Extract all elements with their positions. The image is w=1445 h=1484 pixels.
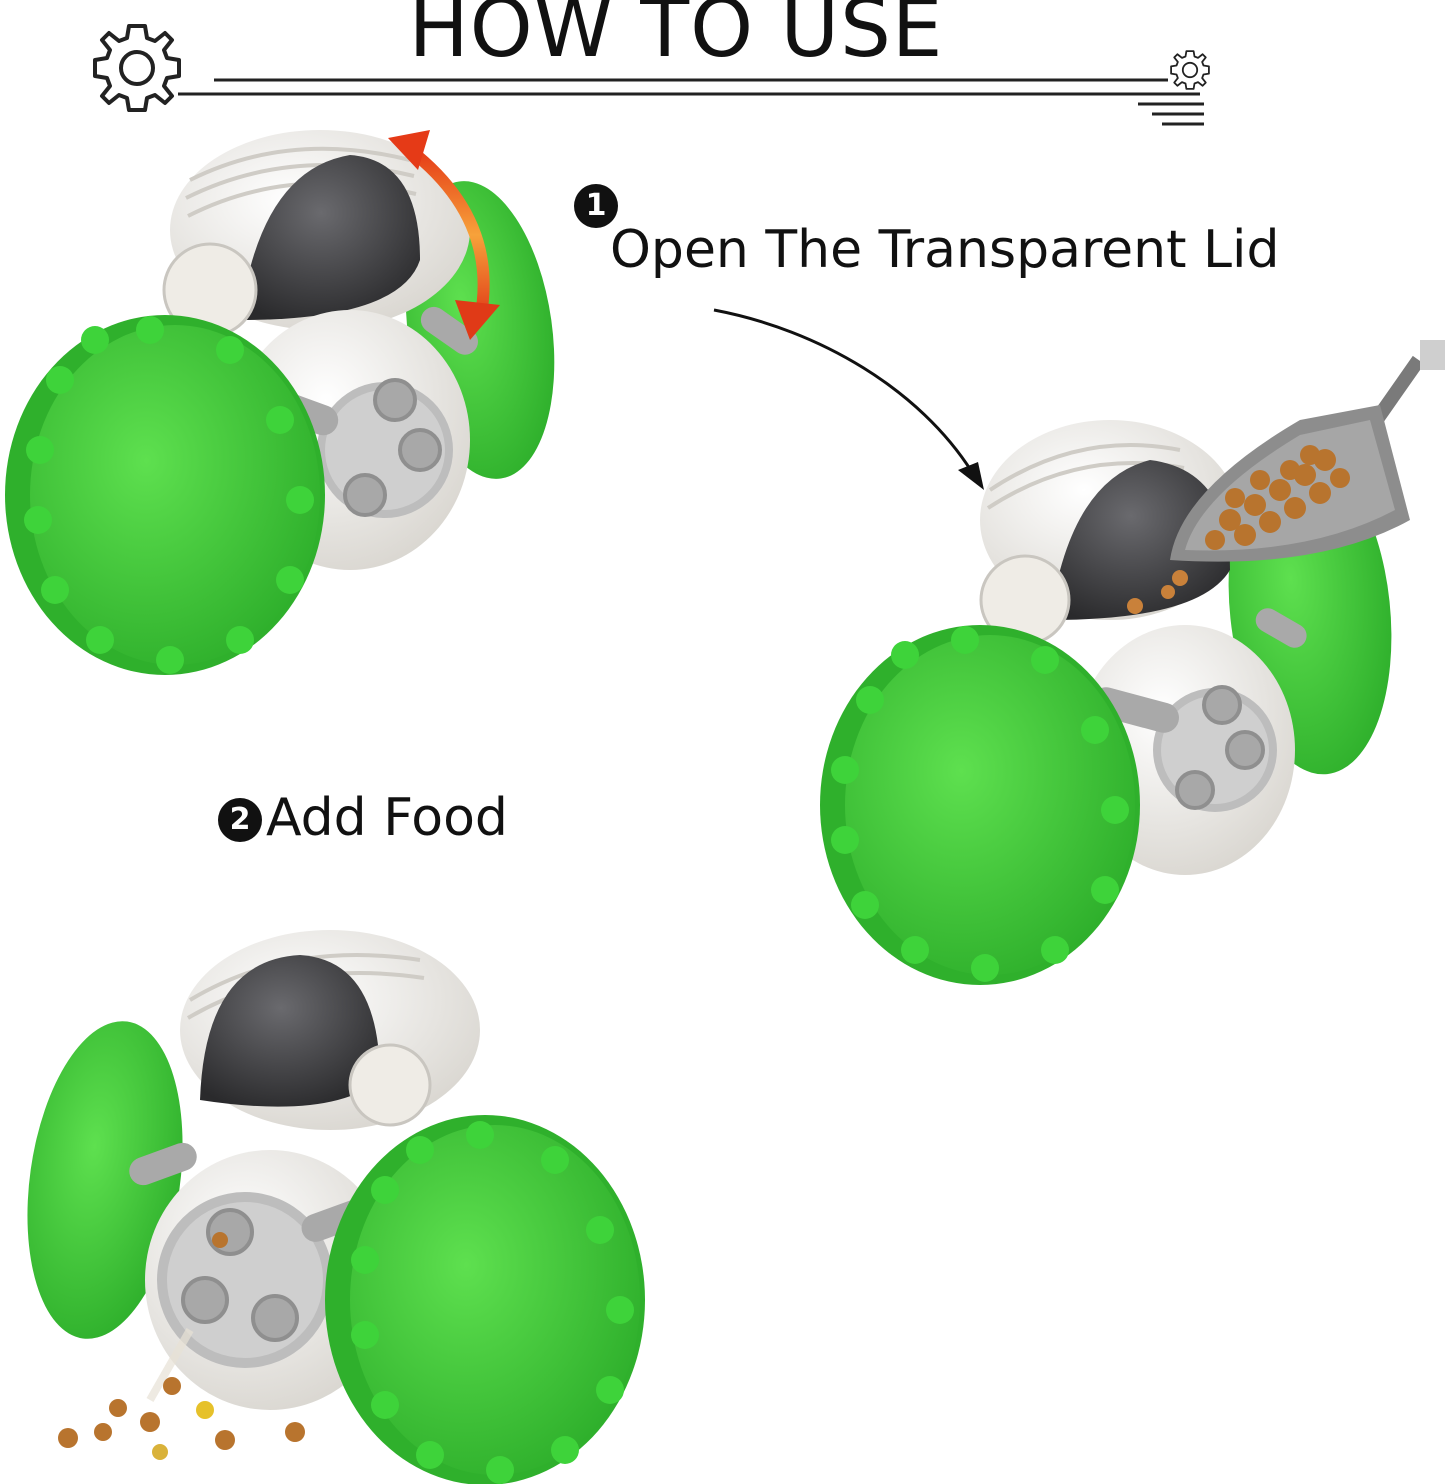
step-1-label: Open The Transparent Lid — [610, 220, 1280, 280]
step-2-number: 2 — [218, 798, 262, 842]
step-2-label: Add Food — [266, 788, 508, 848]
scoop-icon — [1127, 340, 1445, 614]
curved-arrow-icon — [713, 308, 984, 490]
header-rule — [178, 78, 1204, 126]
robot-feeder-1 — [5, 130, 555, 675]
robot-feeder-3 — [27, 930, 645, 1484]
kibble-scatter — [58, 1377, 305, 1460]
page-title: HOW TO USE — [408, 0, 944, 75]
step-1-number: 1 — [574, 184, 618, 228]
rotate-arrow-icon — [388, 130, 500, 340]
